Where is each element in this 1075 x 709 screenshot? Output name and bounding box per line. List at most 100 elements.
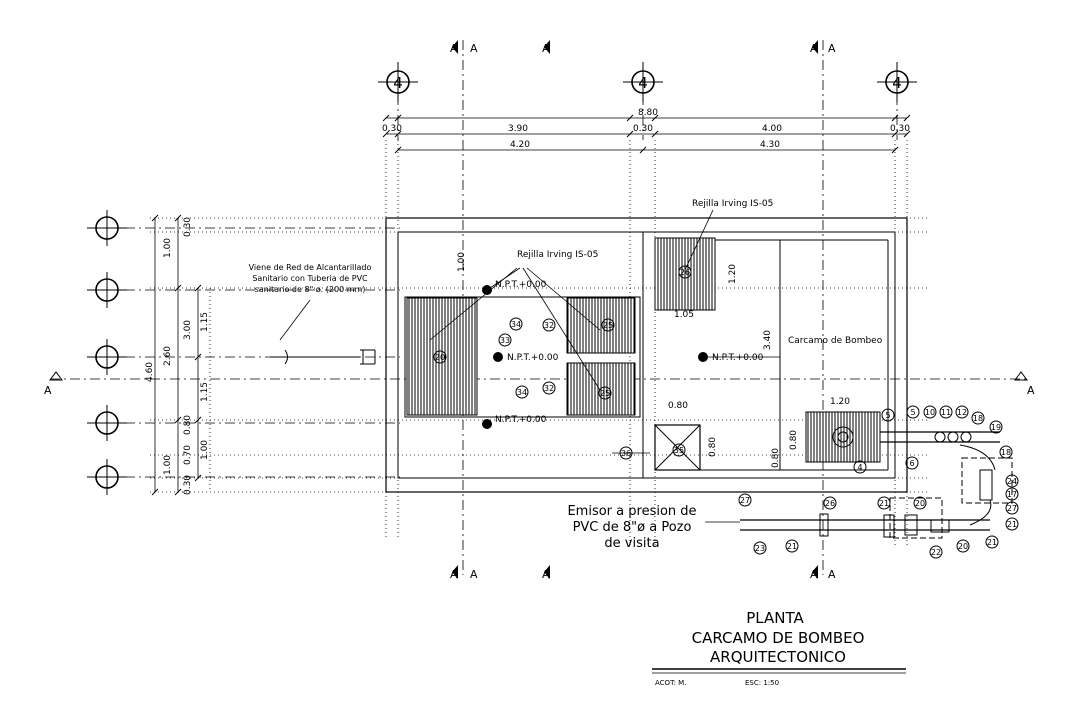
top-dimensions: 8.80 0.30 3.90 0.30 4.00 0.30 4.20 4.30 [382,108,911,154]
svg-text:N.P.T.+0.00: N.P.T.+0.00 [712,353,764,363]
svg-text:1.05: 1.05 [674,310,694,320]
npt-markers: N.P.T.+0.00 N.P.T.+0.00 N.P.T.+0.00 N.P.… [482,280,764,429]
left-dimensions: 4.60 1.00 2.60 1.00 0.30 3.00 0.80 0.70 … [145,214,467,496]
pipes [270,349,1013,539]
svg-text:0.80: 0.80 [183,415,193,435]
svg-text:21: 21 [1007,520,1017,529]
svg-text:35: 35 [674,446,684,455]
svg-text:1.00: 1.00 [163,455,173,475]
svg-text:0.30: 0.30 [633,124,653,134]
svg-text:Rejilla Irving IS-05: Rejilla Irving IS-05 [517,250,598,260]
svg-text:1.00: 1.00 [457,252,467,272]
svg-text:21: 21 [787,542,797,551]
section-marks: A A A A A A A A A A A A [44,40,1035,581]
svg-text:5: 5 [885,411,890,420]
svg-text:A: A [542,568,550,581]
svg-text:19: 19 [991,423,1001,432]
svg-text:20: 20 [958,542,968,551]
svg-text:1.15: 1.15 [200,382,210,402]
svg-text:20: 20 [435,353,445,362]
svg-text:17: 17 [1007,490,1017,499]
svg-text:5: 5 [910,408,915,417]
svg-text:32: 32 [544,321,554,330]
svg-text:sanitario de 8" ø. (200 mm): sanitario de 8" ø. (200 mm) [255,285,366,294]
svg-text:26: 26 [680,268,690,277]
svg-text:18: 18 [1001,448,1011,457]
svg-text:11: 11 [941,408,951,417]
svg-text:0.30: 0.30 [183,475,193,495]
svg-text:3.90: 3.90 [508,124,528,134]
svg-text:N.P.T.+0.00: N.P.T.+0.00 [507,353,559,363]
svg-text:de visita: de visita [604,536,659,551]
svg-text:8.80: 8.80 [638,108,658,118]
svg-text:A: A [450,568,458,581]
svg-text:1.20: 1.20 [830,397,850,407]
svg-text:4.00: 4.00 [762,124,782,134]
svg-text:A: A [828,42,836,55]
svg-text:1.00: 1.00 [200,440,210,460]
svg-text:24: 24 [1007,477,1017,486]
svg-text:33: 33 [500,336,510,345]
svg-text:0.30: 0.30 [183,217,193,237]
svg-text:23: 23 [755,544,765,553]
column-bubble-2: 4 [623,62,663,102]
svg-text:ACOT: M.: ACOT: M. [655,679,686,687]
svg-text:A: A [470,42,478,55]
svg-text:27: 27 [740,496,750,505]
svg-text:0.80: 0.80 [668,401,688,411]
leaders [279,209,780,523]
svg-text:1.20: 1.20 [728,264,738,284]
svg-text:1.15: 1.15 [200,312,210,332]
svg-text:0.80: 0.80 [771,448,781,468]
svg-text:N.P.T.+0.00: N.P.T.+0.00 [495,280,547,290]
svg-text:A: A [1027,384,1035,397]
svg-text:0.30: 0.30 [890,124,910,134]
column-bubble-3: 4 [877,62,917,102]
svg-text:4: 4 [638,74,648,92]
svg-text:Rejilla Irving IS-05: Rejilla Irving IS-05 [692,199,773,209]
svg-text:4.20: 4.20 [510,140,530,150]
axis-lines [50,40,1030,575]
svg-text:PLANTA: PLANTA [746,609,804,627]
svg-text:4: 4 [857,463,862,472]
column-bubble-1: 4 [378,62,418,102]
svg-text:34: 34 [517,388,527,397]
svg-text:0.70: 0.70 [183,445,193,465]
svg-text:Carcamo de Bombeo: Carcamo de Bombeo [788,336,883,346]
svg-text:A: A [828,568,836,581]
svg-text:A: A [470,568,478,581]
svg-text:CARCAMO DE BOMBEO: CARCAMO DE BOMBEO [692,629,865,647]
svg-text:3.00: 3.00 [183,320,193,340]
svg-text:Sanitario con Tuberia de PVC: Sanitario con Tuberia de PVC [252,274,368,283]
svg-text:21: 21 [879,499,889,508]
svg-text:32: 32 [544,384,554,393]
svg-text:2.60: 2.60 [163,346,173,366]
svg-text:A: A [810,568,818,581]
svg-text:26: 26 [825,499,835,508]
svg-text:27: 27 [1007,504,1017,513]
svg-text:0.80: 0.80 [789,430,799,450]
svg-text:PVC de 8"ø a Pozo: PVC de 8"ø a Pozo [573,520,692,535]
svg-text:3.40: 3.40 [763,330,773,350]
svg-text:20: 20 [915,499,925,508]
svg-text:36: 36 [621,449,631,458]
title-block: PLANTA CARCAMO DE BOMBEO ARQUITECTONICO … [652,609,906,687]
svg-text:4.60: 4.60 [145,362,155,382]
svg-text:ARQUITECTONICO: ARQUITECTONICO [710,648,846,666]
svg-text:1.00: 1.00 [163,238,173,258]
svg-text:18: 18 [973,414,983,423]
svg-text:25: 25 [603,321,613,330]
svg-text:4: 4 [892,74,902,92]
svg-text:A: A [44,384,52,397]
svg-text:6: 6 [909,459,914,468]
svg-text:25: 25 [600,389,610,398]
svg-text:10: 10 [925,408,935,417]
svg-text:12: 12 [957,408,967,417]
grates [406,237,881,471]
svg-text:0.80: 0.80 [708,437,718,457]
inner-dimensions: 1.20 1.05 3.40 1.20 0.80 0.80 0.80 0.80 [668,264,850,468]
svg-text:Viene de Red de Alcantarillado: Viene de Red de Alcantarillado [249,263,372,272]
labels: Viene de Red de Alcantarillado Sanitario… [249,199,883,551]
svg-text:Emisor a presion de: Emisor a presion de [567,504,696,519]
